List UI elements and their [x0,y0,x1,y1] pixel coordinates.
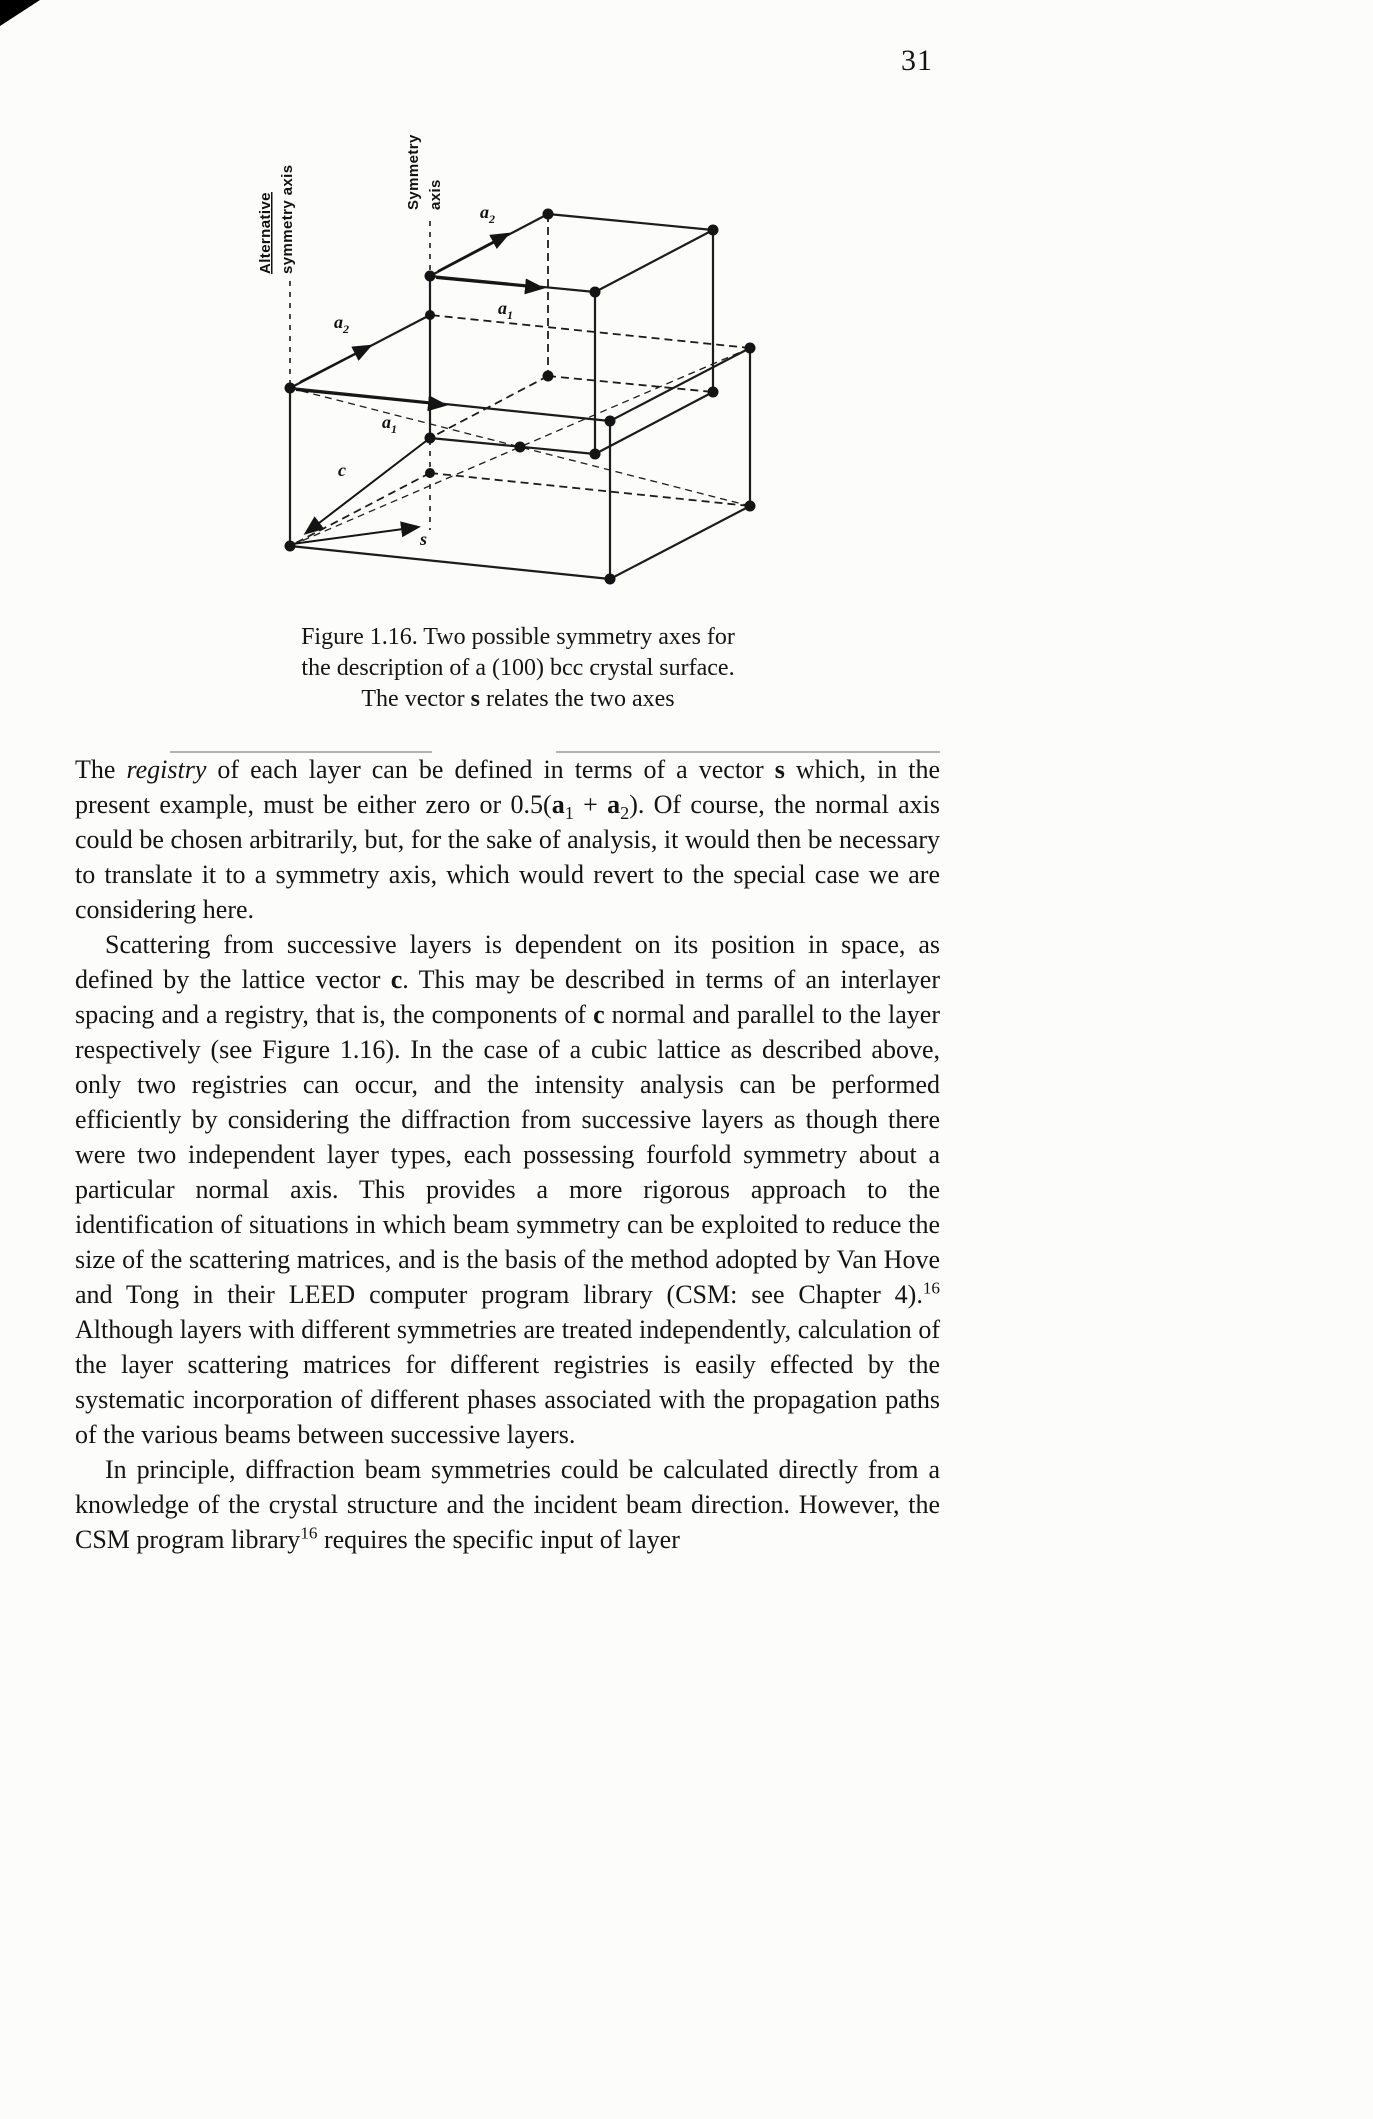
atom-dot [744,500,756,512]
paragraph-1: The registry of each layer can be define… [75,755,940,924]
figure-caption-line1: Figure 1.16. Two possible symmetry axes … [301,624,735,650]
a2-label-upper: a2 [480,202,495,226]
scan-edge-artifact [0,0,40,26]
symmetry-axis-label: Symmetry axis [405,134,444,210]
atom-dot [707,386,719,398]
a2-vector-arrow-lower [299,344,373,383]
atom-dot [604,415,616,427]
atom-dot [744,342,756,354]
atom-dot [707,224,719,236]
lower-cell-hidden-edges [289,314,751,547]
atom-dot [424,270,436,282]
lower-cell-solid-edges [288,313,752,581]
page-number: 31 [901,44,933,77]
s-label: s [419,529,427,549]
scan-artifact-line [170,751,432,753]
svg-text:axis: axis [427,179,444,210]
atom-dot [604,573,616,585]
c-label: c [338,460,346,480]
svg-text:Symmetry: Symmetry [405,134,422,210]
alternative-axis-label: Alternative symmetry axis [257,165,296,274]
c-vector-arrow [303,437,431,535]
a1-vector-arrow-lower [295,389,448,412]
atom-dot [542,208,554,220]
atom-dot [424,432,436,444]
a2-vector-arrow-upper [437,232,511,272]
atom-dot [589,448,601,460]
atom-dot [425,468,435,478]
paragraph-2: Scattering from successive layers is dep… [75,930,940,1449]
atom-dots [284,208,756,585]
atom-dot [589,286,601,298]
svg-text:Alternative: Alternative [257,192,274,274]
atom-dot [284,540,296,552]
a1-label-upper: a1 [498,298,513,322]
atom-dot [542,370,554,382]
figure-caption: Figure 1.16. Two possible symmetry axes … [258,622,778,715]
s-vector-arrow [291,521,421,545]
body-text-column: The registry of each layer can be define… [75,752,940,1557]
atom-dot [284,382,296,394]
svg-text:symmetry axis: symmetry axis [279,165,296,274]
a1-vector-arrow-upper [435,277,545,295]
atom-dot [425,310,435,320]
figure-caption-line3: The vector s relates the two axes [361,686,675,712]
figure-caption-line2: the description of a (100) bcc crystal s… [301,655,735,681]
a1-label-lower: a1 [382,412,397,436]
upper-cell-hidden-edges [429,214,714,439]
scan-artifact-line [556,751,940,753]
paragraph-3: In principle, diffraction beam symmetrie… [75,1455,940,1554]
a2-label-lower: a2 [334,312,349,336]
atom-dot [514,441,526,453]
crystal-diagram: a2 a1 a2 a1 c s Alternative symmetry axi… [257,134,756,585]
figure-1-16: a2 a1 a2 a1 c s Alternative symmetry axi… [250,78,790,638]
